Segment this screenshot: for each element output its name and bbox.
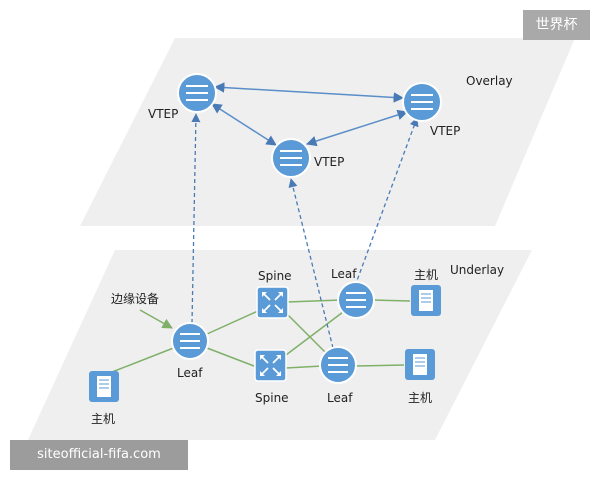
switch-disc-icon <box>328 357 348 373</box>
site-watermark: siteofficial-fifa.com <box>10 440 188 470</box>
vtep-center-label: VTEP <box>314 155 344 169</box>
spine-switch-icon <box>260 355 281 376</box>
overlay-plane <box>80 38 575 226</box>
spine-switch-icon <box>262 292 283 313</box>
brand-badge: 世界杯 <box>523 10 590 40</box>
server-icon <box>413 354 427 375</box>
vtep-left-label: VTEP <box>148 107 178 121</box>
underlay-label: Underlay <box>450 263 504 277</box>
link-leaf-spine-bottom <box>206 347 255 367</box>
link-spine-top-leaf-right <box>286 299 342 303</box>
host-bottom-right-node <box>405 349 435 380</box>
vtep-tunnels <box>191 113 419 349</box>
server-icon <box>419 290 433 311</box>
host-left-label: 主机 <box>91 412 115 426</box>
host-top-right-label: 主机 <box>414 268 438 282</box>
link-leaf-bottom-right-host <box>354 364 405 367</box>
vtep-right-node <box>402 82 442 122</box>
link-spine-bottom-leaf-right <box>281 311 344 359</box>
link-spine-top-leaf-bottom-right <box>284 311 329 356</box>
host-left-node <box>89 371 119 402</box>
router-disc-icon <box>411 94 433 110</box>
router-disc-icon <box>280 150 302 166</box>
underlay-plane <box>28 250 532 440</box>
underlay-links <box>111 299 411 373</box>
leaf-bottom-right-node <box>319 346 357 384</box>
tunnel-leaf-bottom-right <box>288 178 334 349</box>
link-spine-bottom-leaf-bottom-right <box>285 365 323 369</box>
overlay-links <box>211 82 409 147</box>
router-disc-icon <box>186 85 208 101</box>
link-vtep-center-right <box>305 109 409 147</box>
switch-disc-icon <box>346 292 366 308</box>
leaf-bottom-right-label: Leaf <box>327 391 353 405</box>
link-vtep-left-center <box>211 103 277 146</box>
leaf-top-right-node <box>337 281 375 319</box>
link-vtep-left-right <box>213 82 405 103</box>
link-leaf-right-host <box>372 299 411 302</box>
spine-top-node <box>256 286 289 319</box>
host-bottom-right-label: 主机 <box>408 391 432 405</box>
spine-bottom-label: Spine <box>255 391 289 405</box>
spine-bottom-node <box>254 349 287 382</box>
leaf-left-label: Leaf <box>177 366 203 380</box>
spine-top-label: Spine <box>258 269 292 283</box>
switch-disc-icon <box>180 333 200 349</box>
overlay-label: Overlay <box>466 74 513 88</box>
edge-device-pointer <box>139 309 173 329</box>
host-top-right-node <box>411 285 441 316</box>
leaf-top-right-label: Leaf <box>331 267 357 281</box>
link-leaf-spine-top <box>206 310 259 335</box>
edge-device-label: 边缘设备 <box>111 292 159 306</box>
link-host-leaf <box>111 346 177 373</box>
vtep-center-node <box>271 138 311 178</box>
leaf-left-node <box>171 322 209 360</box>
vtep-left-node <box>177 73 217 113</box>
vtep-right-label: VTEP <box>430 124 460 138</box>
server-icon <box>97 376 111 397</box>
tunnel-leaf-top-right <box>354 117 419 287</box>
